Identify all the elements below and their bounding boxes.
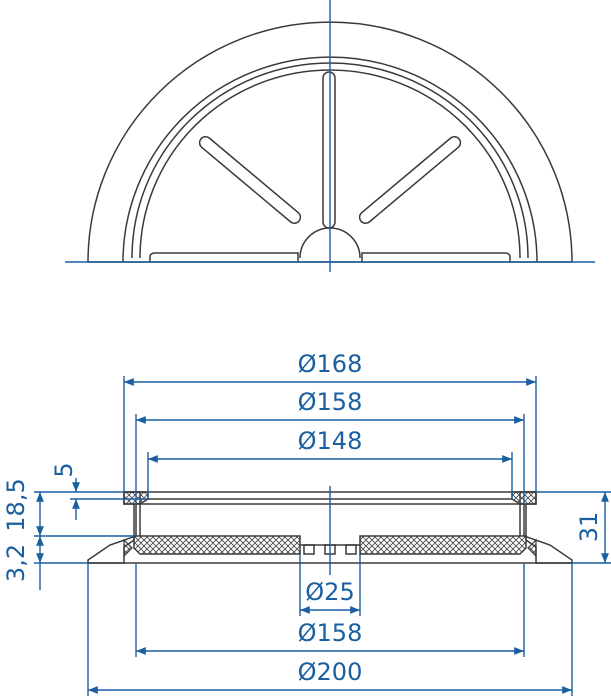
- dim-label-168: Ø168: [298, 350, 363, 378]
- dimensions: Ø168 Ø158 Ø148 Ø25 Ø158 Ø200 5 18,5 3,2 …: [2, 350, 611, 696]
- dim-label-18-5: 18,5: [2, 478, 30, 531]
- grid-plate-left: [133, 535, 301, 555]
- dim-label-158-bottom: Ø158: [298, 619, 363, 647]
- foot-left: [123, 538, 133, 558]
- spoke-vertical: [322, 71, 336, 229]
- dim-label-31: 31: [575, 512, 603, 543]
- spoke-left: [198, 135, 302, 225]
- grid-plate-right: [359, 535, 527, 555]
- slot-left: [149, 252, 299, 262]
- hub-rib-1: [303, 544, 315, 555]
- dim-label-148: Ø148: [298, 427, 363, 455]
- dim-label-5: 5: [50, 462, 78, 477]
- top-view: [65, 0, 595, 272]
- spoke-right: [358, 135, 462, 225]
- dim-label-3-2: 3,2: [2, 544, 30, 582]
- hub-rib-3: [345, 544, 357, 555]
- dim-label-25: Ø25: [305, 578, 354, 606]
- slot-right: [361, 252, 511, 262]
- dim-label-158-top: Ø158: [298, 388, 363, 416]
- dim-label-200: Ø200: [298, 658, 363, 686]
- foot-right: [527, 538, 537, 558]
- section-view: [87, 486, 573, 575]
